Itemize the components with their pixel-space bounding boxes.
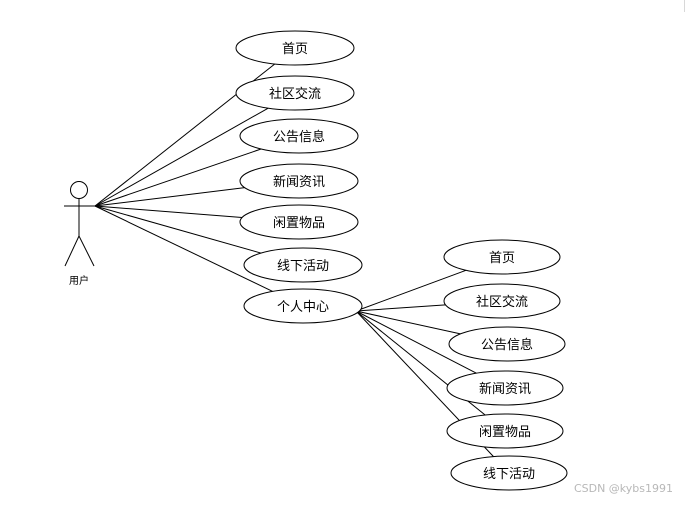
link-actor-uc-personal <box>94 205 273 292</box>
link-actor-uc-news <box>94 187 245 207</box>
sub-home-ellipse <box>443 239 561 275</box>
uc-news: 新闻资讯 <box>239 163 359 199</box>
uc-offline-ellipse <box>243 247 363 283</box>
link-actor-uc-notice <box>94 148 262 207</box>
actor-label: 用户 <box>69 274 89 287</box>
uc-home-ellipse <box>235 30 355 66</box>
uc-idle-label: 闲置物品 <box>273 216 325 231</box>
sub-notice: 公告信息 <box>448 326 566 362</box>
sub-community-ellipse <box>443 283 561 319</box>
uc-personal-label: 个人中心 <box>277 300 329 315</box>
link-personal-sub-notice <box>355 310 461 335</box>
sub-news-label: 新闻资讯 <box>479 381 531 397</box>
sub-news-ellipse <box>446 370 564 406</box>
uc-news-ellipse <box>239 163 359 199</box>
uc-offline-label: 线下活动 <box>277 259 329 274</box>
sub-idle: 闲置物品 <box>446 413 564 449</box>
uc-personal: 个人中心 <box>243 288 363 324</box>
link-personal-sub-home <box>355 269 467 312</box>
actor-right-leg <box>78 235 95 267</box>
uc-notice-ellipse <box>239 118 359 154</box>
sub-home: 首页 <box>443 239 561 275</box>
link-personal-sub-news <box>355 310 477 374</box>
uc-idle: 闲置物品 <box>239 204 359 240</box>
sub-idle-label: 闲置物品 <box>479 425 531 440</box>
uc-offline: 线下活动 <box>243 247 363 283</box>
uc-personal-ellipse <box>243 288 363 324</box>
uc-home-label: 首页 <box>282 42 308 57</box>
uc-community-label: 社区交流 <box>269 86 321 102</box>
uc-community-ellipse <box>235 75 355 111</box>
actor-user: 用户 <box>64 181 95 287</box>
uc-idle-ellipse <box>239 204 359 240</box>
uc-news-label: 新闻资讯 <box>273 174 325 190</box>
link-actor-uc-idle <box>94 205 243 219</box>
sub-offline-ellipse <box>450 455 568 491</box>
uc-community: 社区交流 <box>235 75 355 111</box>
actor-head <box>70 181 88 199</box>
sub-notice-label: 公告信息 <box>481 337 533 353</box>
sub-idle-ellipse <box>446 413 564 449</box>
link-actor-uc-community <box>94 107 269 207</box>
sub-community: 社区交流 <box>443 283 561 319</box>
sub-community-label: 社区交流 <box>476 294 528 310</box>
sub-offline: 线下活动 <box>450 455 568 491</box>
sub-news: 新闻资讯 <box>446 370 564 406</box>
sub-home-label: 首页 <box>489 251 515 266</box>
uc-home: 首页 <box>235 30 355 66</box>
actor-left-leg <box>64 235 80 267</box>
sub-notice-ellipse <box>448 326 566 362</box>
link-actor-uc-offline <box>94 205 262 254</box>
uc-notice-label: 公告信息 <box>273 129 325 145</box>
watermark: CSDN @kybs1991 <box>573 482 673 495</box>
sub-offline-label: 线下活动 <box>483 467 535 482</box>
link-personal-sub-community <box>355 304 446 312</box>
uc-notice: 公告信息 <box>239 118 359 154</box>
